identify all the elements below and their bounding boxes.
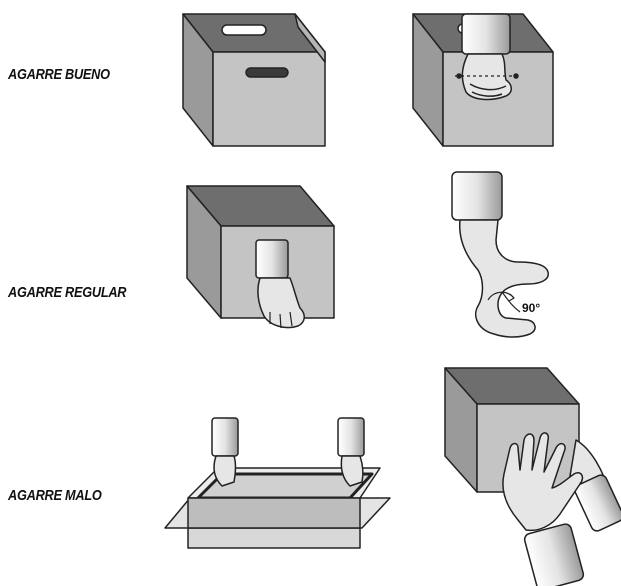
box-finger-grip-illustration (187, 186, 334, 328)
hand-flat-on-box-illustration (445, 368, 621, 586)
box-with-handles-illustration (183, 14, 325, 146)
flat-box-no-grip-illustration (165, 418, 390, 548)
hand-gripping-handle-illustration (413, 14, 553, 146)
angle-90-label: 90° (522, 301, 540, 315)
